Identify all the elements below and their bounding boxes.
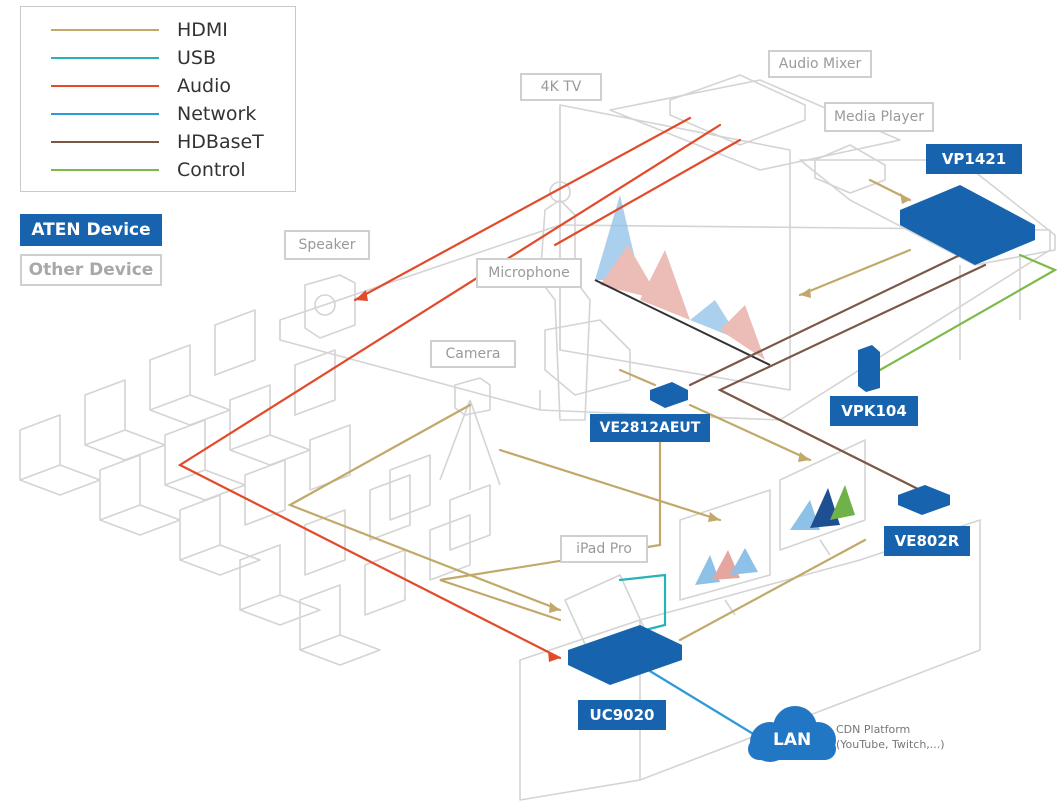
legend-other-device: Other Device <box>20 254 162 286</box>
control-cable <box>878 253 1057 372</box>
legend-label-usb: USB <box>177 47 217 69</box>
legend-row-hdmi: HDMI <box>51 18 228 42</box>
presenter-figure <box>539 199 591 421</box>
usb-cable <box>618 573 667 632</box>
lan-label: LAN <box>773 730 812 750</box>
camera-tripod <box>439 399 501 490</box>
label-ve2812aeut: VE2812AEUT <box>590 414 710 442</box>
speaker-box <box>304 274 356 339</box>
label-microphone: Microphone <box>476 258 582 288</box>
label-vp1421: VP1421 <box>926 144 1022 174</box>
legend-swatch-hdbaset <box>51 140 159 144</box>
ve802r-device <box>898 485 950 515</box>
mixer-shelf <box>609 79 901 171</box>
label-camera: Camera <box>430 340 516 368</box>
legend-swatch-hdmi <box>51 28 159 32</box>
monitor-left <box>679 489 771 601</box>
audience-chairs <box>19 309 491 666</box>
ve2812aeut-device <box>650 382 688 408</box>
label-uc9020: UC9020 <box>578 700 666 730</box>
label-ve802r: VE802R <box>884 526 970 556</box>
cdn-line-1: CDN Platform <box>836 723 911 736</box>
vpk104-device <box>858 345 880 392</box>
stage-platform <box>279 224 1051 421</box>
camera-body <box>454 377 491 416</box>
label-media-player: Media Player <box>824 102 934 132</box>
label-vpk104: VPK104 <box>830 396 918 426</box>
vp1421-device <box>900 185 1035 265</box>
legend-swatch-control <box>51 168 159 172</box>
legend-label-control: Control <box>177 159 246 181</box>
audio-cable <box>353 116 692 302</box>
legend-swatch-network <box>51 112 159 116</box>
screen-chart-graphic <box>595 195 765 360</box>
network-cable <box>638 663 757 737</box>
monitor-chart-graphic <box>695 485 855 585</box>
cdn-line-2: (YouTube, Twitch,...) <box>836 738 945 751</box>
label-4k-tv: 4K TV <box>520 73 602 101</box>
legend-aten-device: ATEN Device <box>20 214 162 246</box>
legend-label-hdmi: HDMI <box>177 19 228 41</box>
legend-row-usb: USB <box>51 46 216 70</box>
media-player-box <box>814 144 886 194</box>
legend: HDMI USB Audio Network HDBaseT Control <box>20 6 296 192</box>
legend-swatch-audio <box>51 84 159 88</box>
legend-label-network: Network <box>177 103 257 125</box>
legend-swatch-usb <box>51 56 159 60</box>
legend-row-network: Network <box>51 102 256 126</box>
lectern <box>544 319 631 396</box>
label-audio-mixer: Audio Mixer <box>768 50 872 78</box>
legend-row-control: Control <box>51 158 246 182</box>
legend-label-audio: Audio <box>177 75 232 97</box>
cdn-platform-label: CDN Platform (YouTube, Twitch,...) <box>836 722 945 752</box>
legend-row-audio: Audio <box>51 74 231 98</box>
uc9020-device <box>568 625 682 685</box>
label-ipad-pro: iPad Pro <box>560 535 648 563</box>
lan-cloud <box>748 706 836 762</box>
monitor-right <box>779 439 866 551</box>
label-speaker: Speaker <box>284 230 370 260</box>
legend-label-hdbaset: HDBaseT <box>177 131 264 153</box>
legend-row-hdbaset: HDBaseT <box>51 130 264 154</box>
audio-mixer-box <box>669 74 806 146</box>
hdbaset-cable <box>688 253 962 387</box>
